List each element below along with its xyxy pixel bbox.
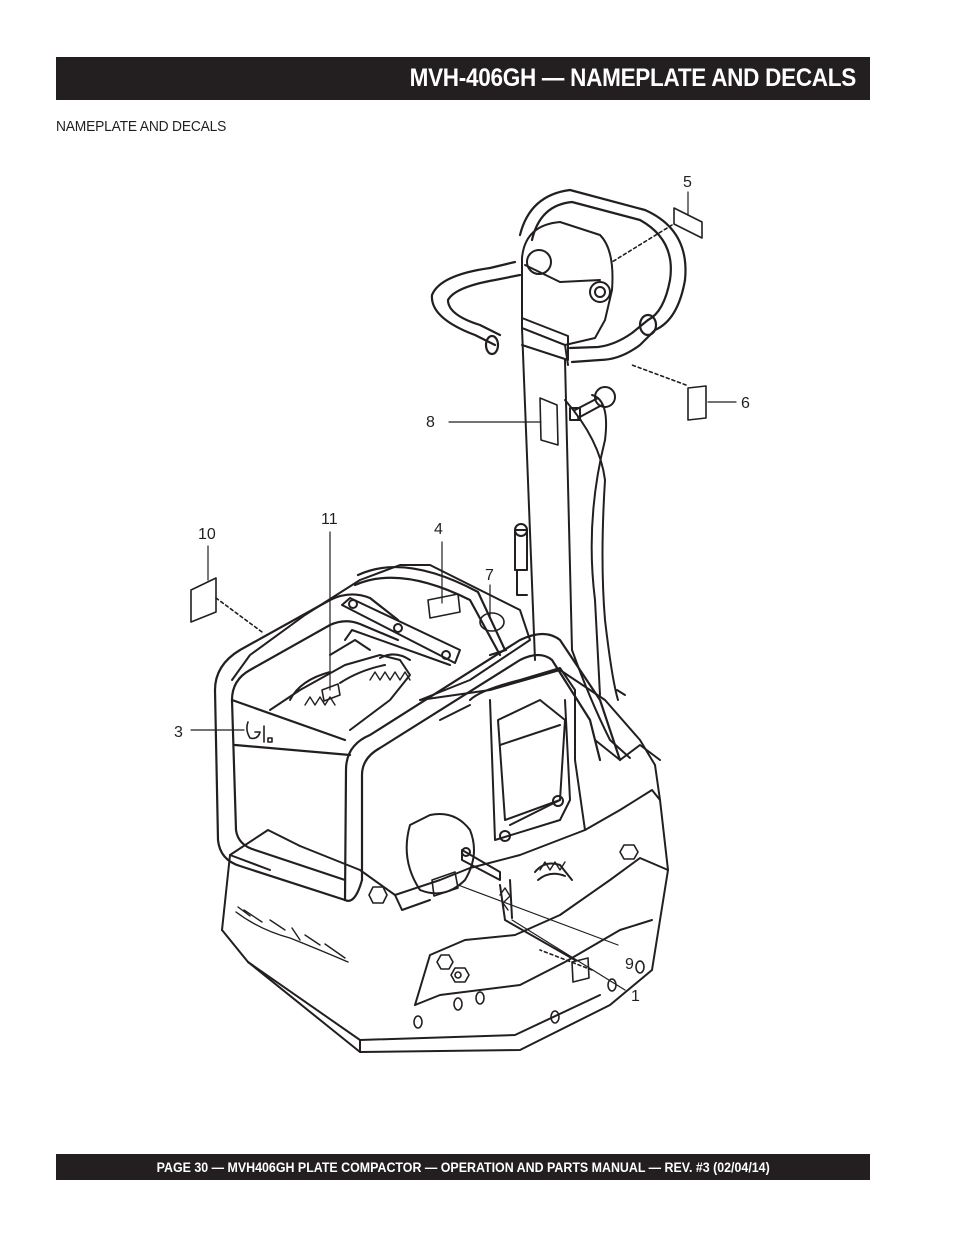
handle-bar: [430, 188, 687, 364]
page-title: MVH-406GH — NAMEPLATE AND DECALS: [409, 64, 857, 92]
base-plate: [221, 829, 669, 1053]
callout-7: 7: [485, 567, 494, 584]
decal-8: [539, 397, 559, 446]
decal-7: [479, 612, 505, 632]
placement-lines: [215, 224, 687, 971]
brand-logo-emboss: [235, 906, 349, 963]
tank-strap: [341, 597, 461, 664]
callout-8: 8: [426, 414, 435, 431]
gear-teeth: [304, 671, 566, 911]
decal-4: [427, 593, 461, 619]
leader-lines: [190, 191, 737, 991]
section-heading: NAMEPLATE AND DECALS: [56, 118, 227, 135]
decal-5: [673, 207, 703, 239]
callout-3: 3: [174, 724, 183, 741]
decal-11: [321, 683, 341, 702]
fuel-tank: [231, 564, 531, 731]
engine-body: [299, 667, 669, 911]
decal-shapes: [190, 207, 707, 983]
decal-1: [571, 957, 590, 983]
frame-label-mark: [246, 721, 273, 743]
callout-5: 5: [683, 174, 692, 191]
callout-9: 9: [625, 956, 634, 973]
throttle-knob: [569, 386, 616, 421]
control-head: [521, 221, 614, 361]
decal-9: [431, 871, 459, 897]
callout-6: 6: [741, 395, 750, 412]
muffler-detail: [461, 847, 576, 961]
decal-6: [687, 385, 707, 421]
page-footer: PAGE 30 — MVH406GH PLATE COMPACTOR — OPE…: [156, 1159, 770, 1175]
callout-10: 10: [198, 526, 216, 543]
guard-frame: [213, 593, 622, 902]
callout-4: 4: [434, 521, 443, 538]
lifting-bar: [353, 566, 508, 657]
page-footer-bar: PAGE 30 — MVH406GH PLATE COMPACTOR — OPE…: [56, 1154, 870, 1180]
page-title-bar: MVH-406GH — NAMEPLATE AND DECALS: [56, 57, 870, 100]
decal-10: [190, 577, 217, 623]
callout-1: 1: [631, 988, 640, 1005]
callout-11: 11: [321, 511, 338, 528]
